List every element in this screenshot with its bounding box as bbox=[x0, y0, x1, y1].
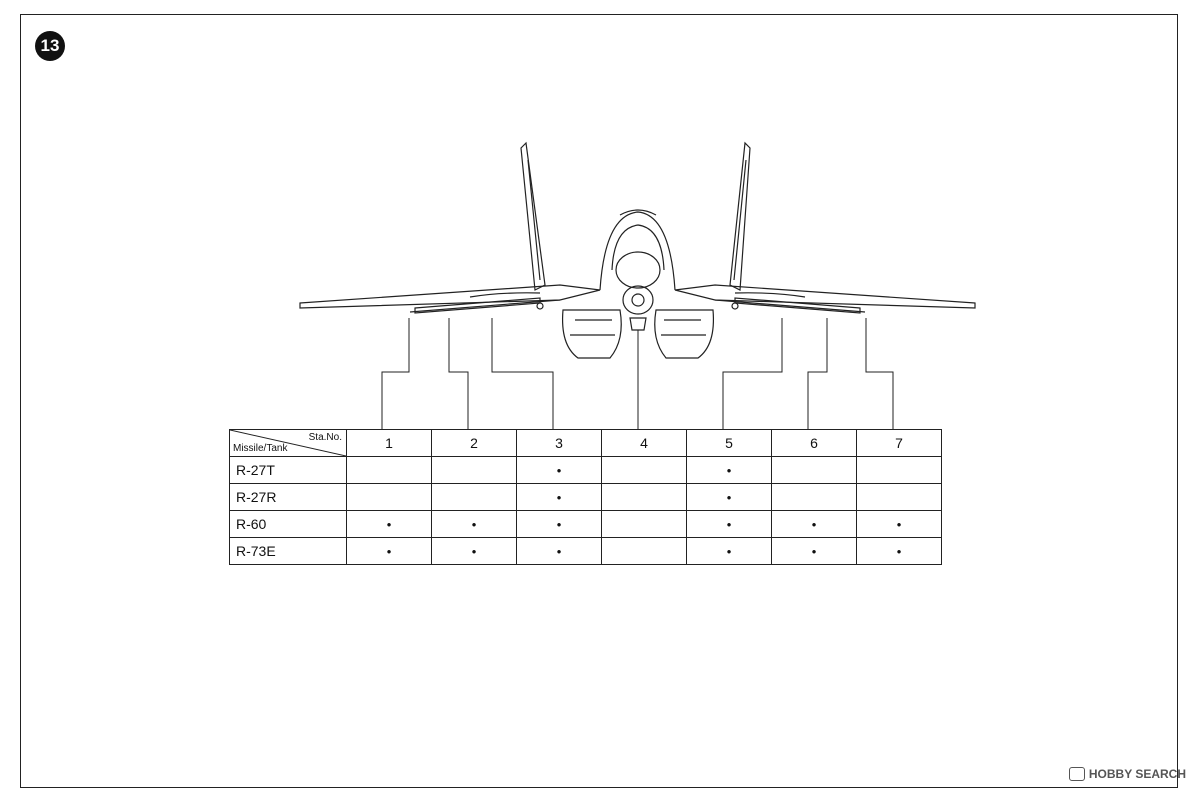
station-number-label: Sta.No. bbox=[308, 432, 342, 443]
loadout-cell: • bbox=[771, 537, 857, 565]
loadout-cell: • bbox=[516, 456, 602, 484]
missile-label: R-27R bbox=[229, 483, 347, 511]
hobby-search-logo-icon bbox=[1068, 767, 1085, 781]
loadout-cell bbox=[771, 483, 857, 511]
missile-label: R-27T bbox=[229, 456, 347, 484]
loadout-cell bbox=[771, 456, 857, 484]
station-header: 2 bbox=[431, 429, 517, 457]
loadout-cell bbox=[856, 456, 942, 484]
station-leader-lines bbox=[381, 318, 894, 429]
table-header-row: Sta.No. Missile/Tank 1 2 3 4 5 6 7 bbox=[229, 429, 942, 457]
loadout-cell: • bbox=[686, 456, 772, 484]
step-number-badge: 13 bbox=[35, 31, 65, 61]
table-corner-header: Sta.No. Missile/Tank bbox=[229, 429, 347, 457]
loadout-cell bbox=[346, 456, 432, 484]
table-row: R-27R • • bbox=[229, 483, 942, 511]
loadout-cell: • bbox=[856, 537, 942, 565]
missile-tank-label: Missile/Tank bbox=[233, 443, 288, 454]
mig-29-front-view-icon bbox=[299, 141, 976, 359]
loadout-cell: • bbox=[346, 537, 432, 565]
loadout-cell bbox=[601, 510, 687, 538]
watermark-text: HOBBY SEARCH bbox=[1088, 767, 1186, 781]
loadout-cell bbox=[431, 483, 517, 511]
loadout-cell: • bbox=[431, 510, 517, 538]
station-header: 5 bbox=[686, 429, 772, 457]
loadout-cell bbox=[601, 537, 687, 565]
loadout-cell: • bbox=[856, 510, 942, 538]
missile-label: R-60 bbox=[229, 510, 347, 538]
loadout-cell: • bbox=[431, 537, 517, 565]
loadout-cell bbox=[856, 483, 942, 511]
table-row: R-73E • • • • • • bbox=[229, 537, 942, 565]
loadout-cell: • bbox=[516, 483, 602, 511]
loadout-cell: • bbox=[346, 510, 432, 538]
loadout-cell: • bbox=[686, 537, 772, 565]
weapon-loadout-table: Sta.No. Missile/Tank 1 2 3 4 5 6 7 R-27T… bbox=[229, 429, 942, 565]
instruction-frame bbox=[20, 14, 1178, 788]
station-header: 6 bbox=[771, 429, 857, 457]
watermark: HOBBY SEARCH bbox=[1068, 767, 1186, 781]
station-header: 1 bbox=[346, 429, 432, 457]
loadout-cell: • bbox=[516, 537, 602, 565]
table-row: R-27T • • bbox=[229, 456, 942, 484]
loadout-cell: • bbox=[686, 510, 772, 538]
loadout-cell bbox=[601, 483, 687, 511]
corner-diagonal bbox=[230, 430, 346, 456]
loadout-cell bbox=[431, 456, 517, 484]
loadout-cell: • bbox=[686, 483, 772, 511]
missile-label: R-73E bbox=[229, 537, 347, 565]
loadout-cell: • bbox=[516, 510, 602, 538]
station-header: 3 bbox=[516, 429, 602, 457]
station-header: 7 bbox=[856, 429, 942, 457]
loadout-cell: • bbox=[771, 510, 857, 538]
station-header: 4 bbox=[601, 429, 687, 457]
loadout-cell bbox=[346, 483, 432, 511]
loadout-cell bbox=[601, 456, 687, 484]
table-row: R-60 • • • • • • bbox=[229, 510, 942, 538]
